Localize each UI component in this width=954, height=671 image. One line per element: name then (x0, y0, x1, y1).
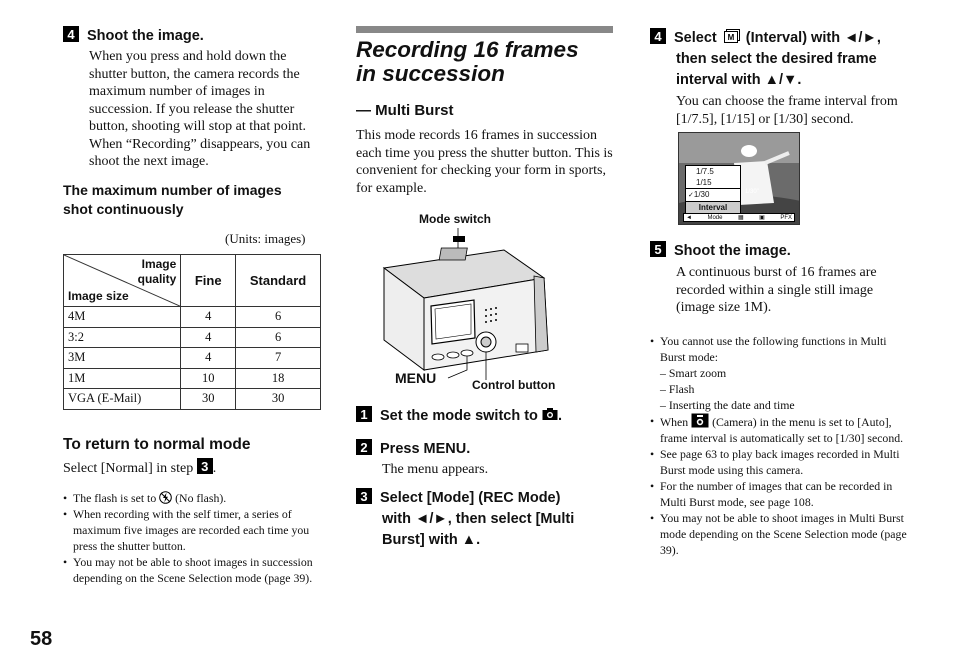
camera-drawing (382, 228, 549, 380)
menu-label: MENU (395, 370, 437, 386)
interval-small-icon: ▣ (759, 215, 765, 221)
burst-icon: ▦ (737, 215, 744, 221)
mode-switch-label: Mode switch (419, 212, 492, 226)
left-arrow-icon: ◄ (686, 215, 692, 221)
camera-mode-icon (542, 408, 558, 420)
step4-body: When you press and hold down the shutter… (89, 49, 311, 169)
title-rule (356, 26, 613, 33)
step-number-badge: 1 (356, 406, 372, 422)
interval-option-selected[interactable]: ✓1/30 (686, 188, 740, 201)
step-number-badge: 2 (356, 439, 372, 455)
lcd-bar-ppx: PFX (780, 215, 792, 221)
interval-option[interactable]: 1/15 (696, 178, 712, 187)
note-subitem: – Flash (660, 382, 695, 396)
right-step5-body: A continuous burst of 16 frames are reco… (676, 265, 877, 315)
note-item: You may not be able to shoot images in s… (63, 554, 325, 586)
step-number-badge: 3 (356, 488, 372, 504)
lcd-side-value: 1/30" (745, 189, 759, 195)
camera-illustration: Mode switch MENU Control (356, 210, 606, 395)
interval-menu-label: Interval (686, 201, 740, 213)
note-item: You may not be able to shoot images in M… (650, 510, 908, 558)
intro-body: This mode records 16 frames in successio… (356, 128, 613, 196)
col-header-standard: Standard (235, 254, 321, 307)
right-notes: You cannot use the following functions i… (650, 333, 908, 558)
return-normal-heading: To return to normal mode (63, 436, 251, 453)
step-number-badge: 4 (650, 28, 666, 44)
interval-option[interactable]: 1/7.5 (696, 167, 714, 176)
max-images-heading: The maximum number of images shot contin… (63, 182, 282, 217)
step-number-badge: 4 (63, 26, 79, 42)
lcd-screenshot: 1/7.5 1/15 ✓1/30 Interval 1/30" ◄ Mode ▦… (678, 132, 800, 225)
note-item: The flash is set to (No flash). (63, 490, 325, 506)
note-subitem: – Inserting the date and time (660, 398, 795, 412)
return-normal-body: Select [Normal] in step 3. (63, 458, 217, 476)
interval-options-panel: 1/7.5 1/15 ✓1/30 Interval (685, 165, 741, 214)
camera-icon (691, 413, 709, 428)
control-button-label: Control button (472, 378, 556, 392)
multi-burst-subtitle: — Multi Burst (356, 102, 454, 119)
page-number: 58 (30, 628, 53, 650)
no-flash-icon (159, 491, 172, 504)
col-header-fine: Fine (180, 254, 237, 307)
page-title: Recording 16 frames in succession (356, 37, 579, 86)
note-item: When (Camera) in the menu is set to [Aut… (650, 413, 908, 446)
right-step4-body: You can choose the frame interval from [… (676, 94, 898, 127)
interval-icon: M (723, 29, 740, 43)
lcd-bar-mode: Mode (707, 215, 723, 221)
mid-step2-body: The menu appears. (382, 462, 489, 477)
note-item: See page 63 to play back images recorded… (650, 446, 908, 478)
note-item: You cannot use the following functions i… (650, 333, 908, 365)
note-subitem: – Smart zoom (660, 366, 727, 380)
svg-text:M: M (727, 33, 734, 42)
diagonal-line (64, 255, 182, 307)
left-notes: The flash is set to (No flash). When rec… (63, 490, 325, 586)
units-label: (Units: images) (225, 231, 306, 246)
note-item: When recording with the self timer, a se… (63, 506, 325, 554)
step-number-badge: 5 (650, 241, 666, 257)
note-item: For the number of images that can be rec… (650, 478, 908, 510)
lcd-menu-bar: ◄ Mode ▦ ▣ PFX (683, 213, 795, 222)
step-number-badge: 3 (196, 458, 213, 474)
